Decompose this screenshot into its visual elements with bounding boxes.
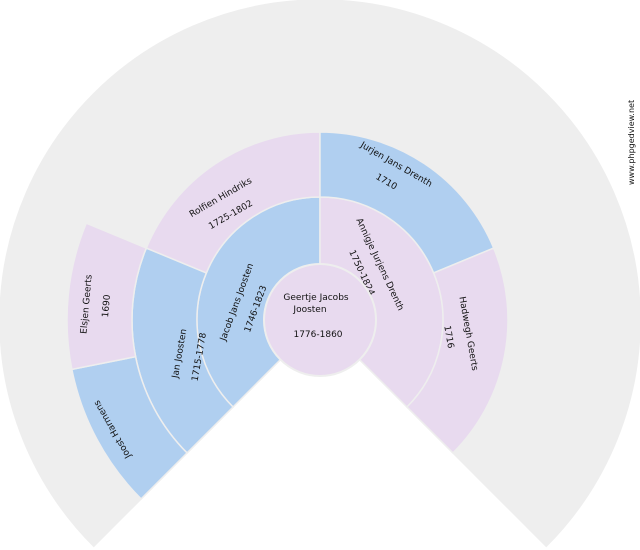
- root-person-circle[interactable]: [263, 263, 377, 377]
- person-segment-ffm[interactable]: [66, 222, 148, 371]
- root-name-line1: Geertje Jacobs: [283, 293, 349, 303]
- watermark: www.phpgedview.net: [627, 100, 636, 185]
- person-dates: 1690: [101, 294, 113, 318]
- root-name-line2: Joosten: [292, 305, 326, 315]
- person-dates: 1716: [441, 325, 455, 350]
- person-segment-mm[interactable]: [405, 247, 509, 454]
- svg-text:www.phpgedview.net: www.phpgedview.net: [627, 100, 636, 185]
- root-dates: 1776-1860: [293, 330, 342, 340]
